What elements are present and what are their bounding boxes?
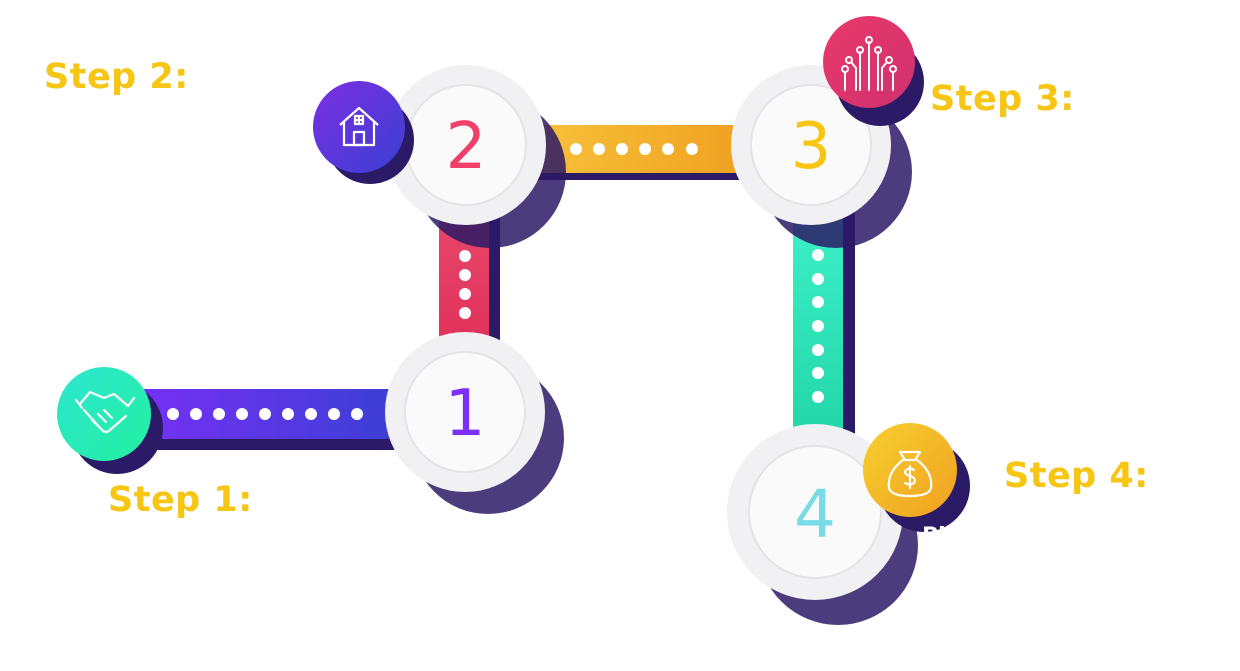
circuit-icon (841, 36, 897, 91)
house-icon (339, 106, 379, 147)
step-2-number: 2 (446, 110, 487, 184)
step-4-icon-badge (863, 423, 970, 532)
step-4-fragment-text: Pi (922, 524, 946, 549)
step-4-number: 4 (794, 476, 836, 553)
step-2-icon-badge (313, 81, 414, 184)
step-1-number: 1 (445, 377, 486, 451)
step-3-icon-badge (823, 16, 924, 126)
connector-3-bar (530, 125, 750, 180)
step-3-label: Step 3: (930, 79, 1075, 119)
step-1-label: Step 1: (108, 480, 253, 520)
connector-1-bar (112, 389, 402, 450)
connector-4-bar (793, 210, 855, 440)
handshake-icon (74, 390, 136, 434)
step-3-number: 3 (791, 110, 832, 184)
step-2-node: 2 (386, 65, 566, 248)
step-2-label: Step 2: (44, 57, 189, 97)
step-3-node: 3 (731, 65, 912, 248)
step-1-node: 1 (385, 332, 564, 514)
step-1-icon-badge (57, 367, 163, 474)
step-4-label: Step 4: (1004, 456, 1149, 496)
money-bag-icon (887, 450, 933, 498)
step-4-node: 4 (727, 424, 918, 625)
